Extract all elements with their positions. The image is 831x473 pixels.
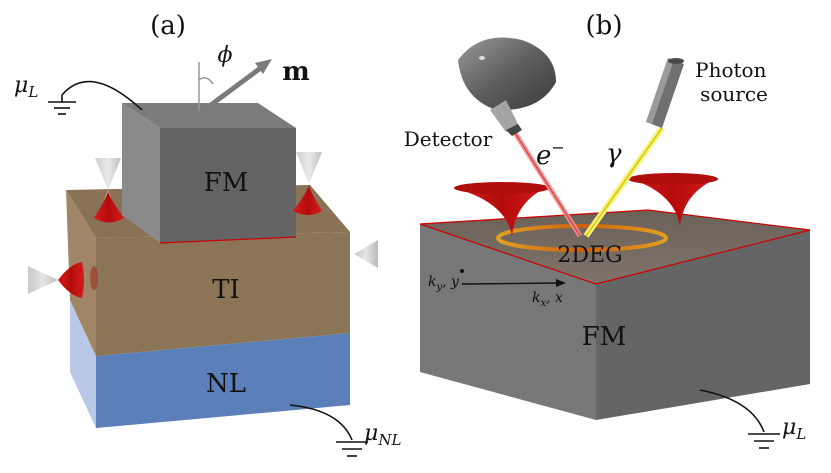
photon-source-highlight bbox=[646, 58, 674, 124]
lead-mu-l-a: μL bbox=[14, 73, 143, 115]
twodeg-ring bbox=[496, 224, 668, 252]
red-cone bbox=[293, 184, 322, 215]
nl-label: NL bbox=[206, 369, 246, 399]
fm-b-front-face bbox=[596, 230, 810, 420]
red-cone-rim bbox=[628, 173, 718, 185]
panel-a-label: (a) bbox=[150, 11, 186, 41]
phi-angle-arc bbox=[198, 77, 214, 85]
electron-beam-core bbox=[511, 127, 581, 237]
magnetization-vector: ϕ m bbox=[198, 43, 310, 116]
mu-nl-label: μNL bbox=[364, 421, 401, 449]
dirac-cone-right-top bbox=[293, 152, 322, 215]
dirac-cone-right-side bbox=[354, 240, 378, 268]
fm-a-front-face bbox=[160, 128, 296, 243]
fm-slab-b: FM bbox=[419, 209, 811, 420]
gamma-label: γ bbox=[606, 139, 622, 169]
panel-b: (b) FM Detecto bbox=[404, 11, 811, 449]
red-cone-body bbox=[454, 186, 550, 236]
red-cone-right bbox=[628, 173, 718, 226]
lead-mu-nl: μNL bbox=[289, 404, 401, 457]
lead-mu-l-b: μL bbox=[699, 389, 806, 449]
dirac-cone-left-top bbox=[94, 158, 124, 223]
fm-b-label: FM bbox=[582, 322, 627, 352]
detector-label: Detector bbox=[404, 127, 493, 151]
red-cone-shadow bbox=[90, 266, 98, 290]
ky-label: ky, y bbox=[428, 274, 460, 293]
ky-axis-dot bbox=[460, 269, 464, 273]
kx-label: kx, x bbox=[532, 290, 563, 309]
photon-source-cap bbox=[668, 58, 684, 64]
detector: Detector bbox=[404, 37, 556, 151]
ti-front-face bbox=[96, 232, 350, 356]
panel-b-label: (b) bbox=[586, 11, 623, 41]
red-cone-rim bbox=[454, 182, 550, 194]
red-cone bbox=[94, 190, 124, 223]
electron-label: e− bbox=[536, 138, 565, 171]
nl-side-face bbox=[70, 300, 96, 428]
gray-cone-upper bbox=[95, 158, 121, 190]
momentum-axes: ky, y kx, x bbox=[428, 269, 566, 309]
nl-front-face bbox=[96, 333, 350, 428]
fm-block-a: FM bbox=[122, 103, 297, 244]
fm-b-red-edge bbox=[419, 209, 811, 285]
dirac-cone-left-side bbox=[28, 262, 98, 298]
kx-arrowhead bbox=[556, 279, 566, 287]
fm-b-side-face bbox=[420, 224, 596, 420]
gray-cone-upper bbox=[296, 152, 322, 184]
nl-layer: NL bbox=[70, 300, 350, 428]
detector-tip bbox=[506, 124, 522, 136]
detector-highlight bbox=[479, 56, 485, 60]
fm-a-top-face bbox=[122, 103, 296, 128]
wire bbox=[289, 404, 353, 441]
red-cone-body bbox=[628, 178, 718, 226]
mu-l-b-label: μL bbox=[782, 415, 806, 443]
photon-source: Photon source bbox=[646, 58, 773, 128]
photon-source-label: Photon source bbox=[695, 58, 773, 106]
detector-dome bbox=[458, 37, 556, 111]
phi-label: ϕ bbox=[218, 43, 233, 68]
mu-l-a-label: μL bbox=[14, 73, 38, 101]
fm-a-side-face bbox=[122, 103, 160, 243]
detector-nozzle bbox=[490, 100, 518, 132]
gray-cone-outer bbox=[354, 240, 378, 268]
fm-a-label: FM bbox=[204, 168, 249, 198]
twodeg-label: 2DEG bbox=[557, 243, 622, 268]
m-arrow-shaft bbox=[198, 64, 264, 116]
red-cone bbox=[58, 262, 84, 298]
kx-axis-line bbox=[461, 282, 561, 285]
red-cone-left bbox=[454, 182, 550, 236]
gray-cone-outer bbox=[28, 266, 58, 294]
m-label: m bbox=[282, 57, 310, 87]
panel-a: (a) NL TI FM ϕ m bbox=[14, 11, 401, 457]
wire bbox=[699, 389, 765, 433]
fm-a-edge bbox=[159, 236, 297, 244]
ti-label: TI bbox=[212, 275, 240, 305]
m-arrowhead bbox=[255, 59, 272, 74]
wire bbox=[61, 80, 143, 111]
photon-beam-core bbox=[585, 127, 663, 237]
